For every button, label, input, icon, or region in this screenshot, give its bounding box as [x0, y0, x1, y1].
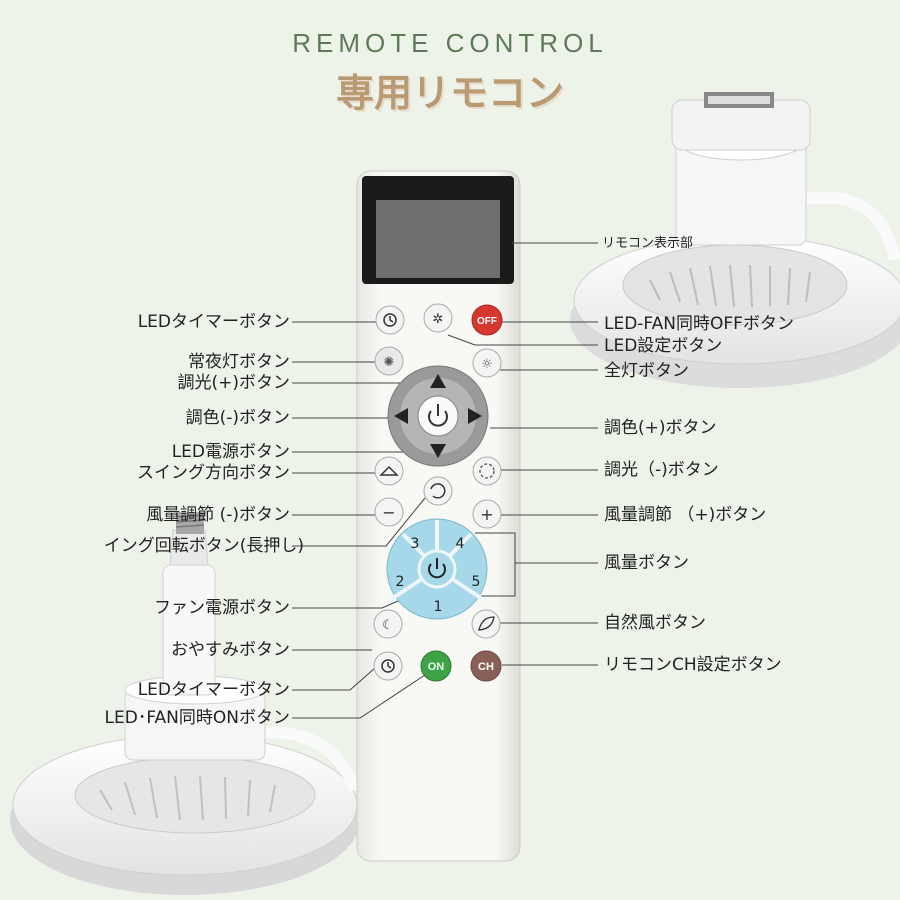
leaf-icon — [478, 616, 495, 631]
fan-speed-3-button[interactable]: 3 — [411, 536, 420, 552]
title-japanese: 専用リモコン — [335, 71, 564, 115]
label-fan-speed-up: 風量調節 （+)ボタン — [604, 505, 767, 525]
power-icon — [428, 410, 448, 427]
plus-label: + — [480, 505, 493, 524]
label-led-timer-top: LEDタイマーボタン — [137, 312, 290, 332]
ch-setting-button[interactable]: CH — [470, 650, 502, 682]
power-icon — [428, 563, 446, 579]
fan-light-image-top — [570, 92, 900, 388]
label-all-lights: 全灯ボタン — [604, 361, 689, 381]
fan-power-button[interactable] — [417, 549, 457, 589]
fan-speed-cluster: 3 4 2 5 1 — [386, 518, 488, 620]
swing-rotation-button[interactable] — [423, 476, 453, 506]
clock-icon — [381, 659, 395, 673]
dim-down-arrow-button[interactable] — [430, 444, 446, 458]
dim-down-button[interactable] — [472, 456, 502, 486]
dpad — [387, 365, 489, 467]
remote-control — [356, 170, 521, 862]
fan-speed-4-button[interactable]: 4 — [456, 536, 465, 552]
label-led-power: LED電源ボタン — [171, 442, 290, 462]
ch-label: CH — [478, 661, 494, 673]
fan-speed-2-button[interactable]: 2 — [396, 574, 405, 590]
night-light-icon: ✺ — [384, 355, 395, 370]
swing-direction-button[interactable] — [374, 456, 404, 486]
led-timer-button-top[interactable] — [375, 305, 405, 335]
led-fan-on-button[interactable]: ON — [420, 650, 452, 682]
dim-up-button[interactable] — [430, 374, 446, 388]
fan-speed-5-button[interactable]: 5 — [472, 574, 481, 590]
led-power-button[interactable] — [417, 395, 459, 437]
color-down-button[interactable] — [394, 408, 408, 424]
fan-speed-down-button[interactable]: − — [374, 497, 404, 527]
all-lights-button[interactable]: ☼ — [472, 348, 502, 378]
moon-icon: ☾ — [382, 618, 394, 633]
minus-label: − — [382, 503, 395, 522]
gear-icon: ✲ — [433, 312, 444, 327]
fan-speed-up-button[interactable]: + — [472, 499, 502, 529]
label-sleep: おやすみボタン — [171, 640, 290, 660]
label-ch-setting: リモコンCH設定ボタン — [604, 655, 782, 675]
led-fan-off-button[interactable]: OFF — [471, 304, 503, 336]
label-dim-up: 調光(+)ボタン — [177, 373, 290, 393]
fan-speed-1-button[interactable]: 1 — [434, 599, 443, 615]
label-fan-power: ファン電源ボタン — [154, 598, 290, 618]
sleep-button[interactable]: ☾ — [373, 609, 403, 639]
label-color-down: 調色(-)ボタン — [185, 408, 290, 428]
color-up-button[interactable] — [468, 408, 482, 424]
fan-light-image-bottom — [10, 512, 361, 895]
remote-display — [376, 200, 500, 278]
on-label: ON — [428, 661, 445, 673]
title-english: REMOTE CONTROL — [292, 28, 608, 58]
night-light-button[interactable]: ✺ — [374, 346, 404, 376]
led-settings-button[interactable]: ✲ — [423, 303, 453, 333]
dim-icon — [479, 463, 495, 479]
label-swing-rotation: イング回転ボタン(長押し) — [103, 536, 304, 556]
label-natural-wind: 自然風ボタン — [604, 613, 706, 633]
label-night-light: 常夜灯ボタン — [188, 352, 290, 372]
label-fan-speed-down: 風量調節 (-)ボタン — [146, 505, 290, 525]
label-led-timer-bottom: LEDタイマーボタン — [137, 680, 290, 700]
led-timer-button-bottom[interactable] — [373, 651, 403, 681]
label-fan-speed: 風量ボタン — [604, 553, 689, 573]
sun-icon: ☼ — [481, 357, 493, 372]
label-swing-direction: スイング方向ボタン — [137, 463, 290, 483]
label-dim-down: 調光（-)ボタン — [604, 460, 719, 480]
label-led-fan-off: LED-FAN同時OFFボタン — [604, 314, 794, 334]
off-label: OFF — [477, 316, 497, 327]
label-led-fan-on: LED･FAN同時ONボタン — [104, 708, 290, 728]
clock-icon — [383, 313, 397, 327]
label-display: リモコン表示部 — [602, 236, 694, 251]
label-color-up: 調色(+)ボタン — [604, 418, 717, 438]
label-led-settings: LED設定ボタン — [604, 336, 723, 356]
triangle-icon — [379, 465, 399, 476]
rotate-icon — [430, 483, 446, 499]
natural-wind-button[interactable] — [471, 609, 501, 639]
